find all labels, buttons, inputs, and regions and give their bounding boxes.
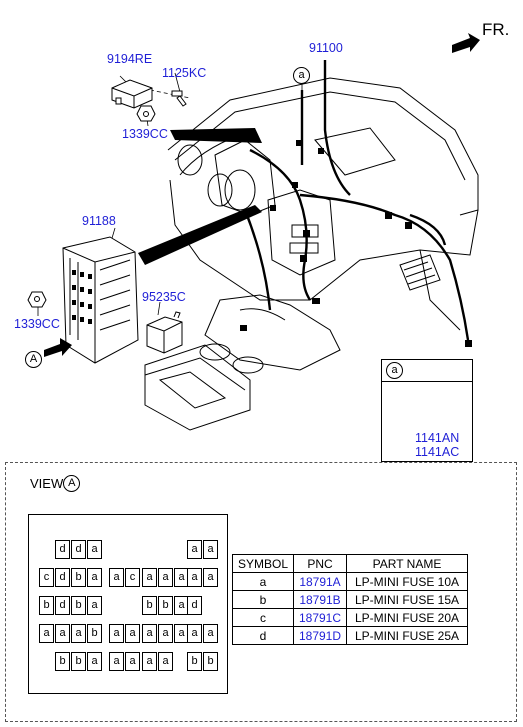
fuse-slot: a bbox=[109, 568, 124, 587]
fuse-slot: d bbox=[71, 540, 86, 559]
fuse-slot: a bbox=[187, 624, 202, 643]
table-row: b 18791B LP-MINI FUSE 15A bbox=[232, 590, 468, 609]
fuse-slot: c bbox=[125, 568, 140, 587]
fuse-slot: a bbox=[203, 568, 218, 587]
header-part-name: PART NAME bbox=[346, 554, 468, 573]
cell-pnc: 18791B bbox=[293, 590, 347, 609]
fuse-slot: a bbox=[187, 568, 202, 587]
fuse-slot: a bbox=[109, 624, 124, 643]
fuse-slot: a bbox=[125, 624, 140, 643]
fuse-slot: a bbox=[71, 624, 86, 643]
fuse-slot: b bbox=[39, 596, 54, 615]
fuse-slot: a bbox=[109, 652, 124, 671]
fuse-slot: b bbox=[203, 652, 218, 671]
part-label-nut-left: 1339CC bbox=[14, 317, 60, 331]
fuse-slot: b bbox=[158, 596, 173, 615]
inset-header: a bbox=[382, 360, 472, 382]
fuse-slot: a bbox=[125, 652, 140, 671]
view-letter: A bbox=[63, 475, 81, 492]
callout-view-a: A bbox=[25, 351, 42, 368]
fuse-slot: b bbox=[87, 624, 102, 643]
table-header-row: SYMBOL PNC PART NAME bbox=[232, 554, 468, 573]
cell-part-name: LP-MINI FUSE 10A bbox=[346, 572, 468, 591]
view-prefix: VIEW bbox=[30, 476, 64, 491]
inset-pnc-1: 1141AN bbox=[415, 431, 460, 445]
fuse-slot: d bbox=[55, 540, 70, 559]
fuse-slot: a bbox=[203, 624, 218, 643]
inset-detail-a: a 1141AN 1141AC bbox=[381, 359, 473, 462]
fuse-slot: b bbox=[187, 652, 202, 671]
table-row: c 18791C LP-MINI FUSE 20A bbox=[232, 608, 468, 627]
cell-symbol: a bbox=[232, 572, 294, 591]
fuse-slot: b bbox=[55, 652, 70, 671]
fuse-slot: a bbox=[142, 568, 157, 587]
fuse-slot: d bbox=[187, 596, 202, 615]
fuse-slot: a bbox=[158, 568, 173, 587]
fuse-slot: a bbox=[203, 540, 218, 559]
fuse-legend-table: SYMBOL PNC PART NAME a 18791A LP-MINI FU… bbox=[232, 554, 468, 645]
part-label-bolt: 1125KC bbox=[162, 66, 207, 80]
callout-a: a bbox=[293, 67, 310, 84]
cell-pnc: 18791C bbox=[293, 608, 347, 627]
table-row: a 18791A LP-MINI FUSE 10A bbox=[232, 572, 468, 591]
part-label-relay: 95235C bbox=[142, 290, 186, 304]
fuse-slot: d bbox=[55, 568, 70, 587]
fuse-slot: a bbox=[87, 568, 102, 587]
fuse-slot: a bbox=[158, 652, 173, 671]
cell-part-name: LP-MINI FUSE 25A bbox=[346, 626, 468, 645]
fuse-slot: b bbox=[71, 652, 86, 671]
part-label-nut-top: 1339CC bbox=[122, 127, 168, 141]
part-label-junction-box: 91188 bbox=[82, 214, 116, 228]
cell-part-name: LP-MINI FUSE 15A bbox=[346, 590, 468, 609]
inset-callout: a bbox=[386, 362, 403, 379]
header-pnc: PNC bbox=[293, 554, 347, 573]
fuse-slot: b bbox=[71, 568, 86, 587]
fuse-slot: a bbox=[87, 652, 102, 671]
table-row: d 18791D LP-MINI FUSE 25A bbox=[232, 626, 468, 645]
fuse-slot: a bbox=[39, 624, 54, 643]
fuse-slot: d bbox=[55, 596, 70, 615]
fuse-slot: c bbox=[39, 568, 54, 587]
fuse-slot: a bbox=[158, 624, 173, 643]
fuse-slot: b bbox=[142, 596, 157, 615]
fuse-slot: a bbox=[142, 624, 157, 643]
fuse-slot: a bbox=[55, 624, 70, 643]
cell-pnc: 18791A bbox=[293, 572, 347, 591]
part-label-main-harness: 91100 bbox=[309, 41, 343, 55]
fuse-slot: a bbox=[187, 540, 202, 559]
cell-pnc: 18791D bbox=[293, 626, 347, 645]
cell-symbol: b bbox=[232, 590, 294, 609]
direction-label: FR. bbox=[482, 20, 510, 39]
cell-part-name: LP-MINI FUSE 20A bbox=[346, 608, 468, 627]
fuse-slot: a bbox=[142, 652, 157, 671]
part-label-switch: 9194RE bbox=[107, 52, 153, 66]
fuse-slot: a bbox=[87, 596, 102, 615]
fuse-slot: b bbox=[71, 596, 86, 615]
header-symbol: SYMBOL bbox=[232, 554, 294, 573]
cell-symbol: c bbox=[232, 608, 294, 627]
fuse-slot: a bbox=[87, 540, 102, 559]
inset-pnc-2: 1141AC bbox=[415, 445, 460, 459]
cell-symbol: d bbox=[232, 626, 294, 645]
